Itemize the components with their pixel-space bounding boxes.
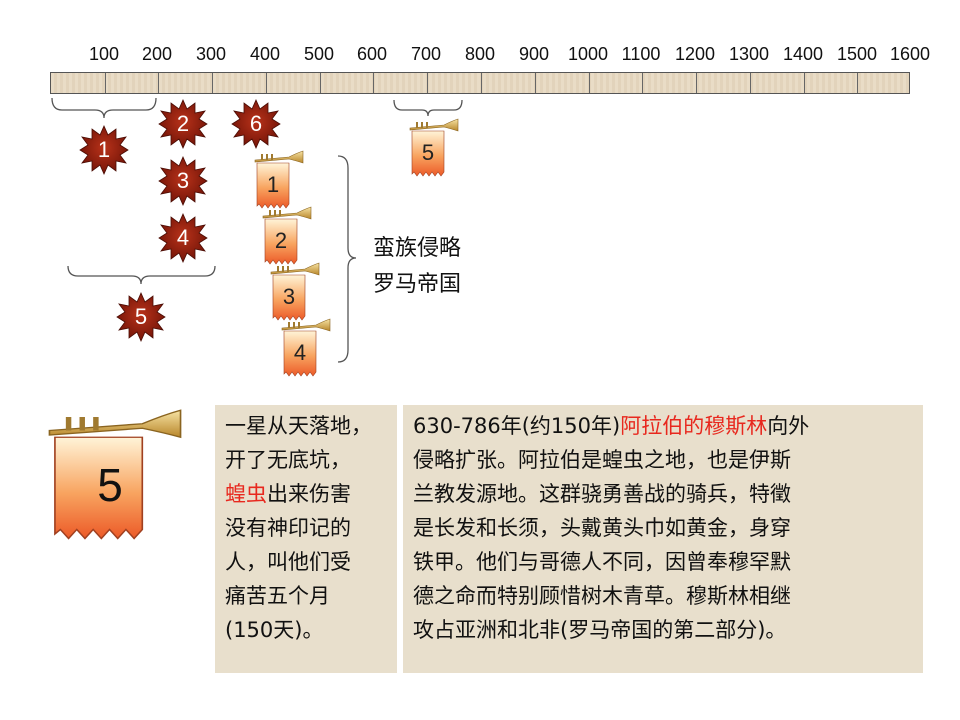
tick-label: 1400 (782, 44, 824, 64)
timeline-divider (535, 73, 536, 93)
tick-label: 500 (303, 44, 335, 64)
scripture-panel: 一星从天落地， 开了无底坑， 蝗虫出来伤害 没有神印记的 人，叫他们受 痛苦五个… (215, 405, 397, 673)
timeline-divider (212, 73, 213, 93)
history-line: 侵略扩张。阿拉伯是蝗虫之地，也是伊斯 (413, 448, 791, 472)
tick-label: 1300 (728, 44, 770, 64)
tick-label: 200 (141, 44, 173, 64)
seal-number: 5 (134, 304, 148, 329)
scripture-line: 一星从天落地， (225, 414, 372, 438)
tick-label: 100 (88, 44, 120, 64)
tick-label: 600 (356, 44, 388, 64)
tick-label: 1200 (674, 44, 716, 64)
brace-trumpets-1-4 (337, 155, 357, 363)
timeline-divider (105, 73, 106, 93)
seal-number: 3 (176, 168, 190, 193)
scripture-line: 人，叫他们受 (225, 550, 351, 574)
seal-5: 5 (116, 292, 166, 342)
timeline-divider (750, 73, 751, 93)
trumpet-3: 3 (269, 262, 321, 322)
history-text: 向外 (767, 414, 810, 438)
seal-number: 6 (249, 111, 263, 136)
seal-3: 3 (158, 156, 208, 206)
tick-label: 900 (518, 44, 550, 64)
trumpet-number: 1 (266, 172, 280, 197)
brace-seal-1 (51, 97, 157, 119)
history-line: 630-786年(约150年)阿拉伯的穆斯林向外 (413, 409, 915, 443)
history-line: 铁甲。他们与哥德人不同，因曾奉穆罕默 (413, 550, 791, 574)
timeline-divider (696, 73, 697, 93)
history-line: 是长发和长须，头戴黄头巾如黄金，身穿 (413, 516, 791, 540)
history-panel: 630-786年(约150年)阿拉伯的穆斯林向外 侵略扩张。阿拉伯是蝗虫之地，也… (403, 405, 923, 673)
tick-label: 1100 (621, 44, 661, 64)
seal-number: 4 (176, 225, 190, 250)
trumpet-2: 2 (261, 206, 313, 266)
tick-label: 400 (249, 44, 281, 64)
trumpet-5: 5 (408, 118, 460, 178)
seal-number: 1 (97, 137, 111, 162)
timeline-divider (857, 73, 858, 93)
history-highlight: 阿拉伯的穆斯林 (620, 414, 768, 438)
timeline-divider (804, 73, 805, 93)
brace-trumpet-5 (393, 99, 463, 117)
scripture-highlight: 蝗虫 (225, 482, 267, 506)
scripture-line: 开了无底坑， (225, 448, 351, 472)
scripture-line: 蝗虫出来伤害 (225, 477, 389, 511)
seal-6: 6 (231, 99, 281, 149)
tick-label: 1000 (567, 44, 609, 64)
seal-2: 2 (158, 99, 208, 149)
trumpet-1: 1 (253, 150, 305, 210)
tick-label: 1500 (836, 44, 878, 64)
trumpet-number: 2 (274, 228, 288, 253)
timeline-divider (427, 73, 428, 93)
scripture-line: 痛苦五个月 (225, 584, 330, 608)
history-line: 攻占亚洲和北非(罗马帝国的第二部分)。 (413, 618, 787, 642)
timeline-bar (50, 72, 910, 94)
history-line: 德之命而特别顾惜树木青草。穆斯林相继 (413, 584, 791, 608)
timeline-divider (320, 73, 321, 93)
history-text: 630-786年(约150年) (413, 414, 621, 438)
trumpet-number: 5 (421, 140, 435, 165)
trumpet-4: 4 (280, 318, 332, 378)
brace-seal-5 (67, 265, 216, 285)
timeline-divider (158, 73, 159, 93)
group-label-line2: 罗马帝国 (373, 272, 462, 297)
big-trumpet-5: 5 (44, 408, 186, 543)
timeline-divider (481, 73, 482, 93)
tick-label: 1600 (889, 44, 931, 64)
scripture-line: (150天)。 (225, 618, 324, 642)
seal-1: 1 (79, 125, 129, 175)
brace-lines (51, 97, 463, 363)
history-line: 兰教发源地。这群骁勇善战的骑兵，特徵 (413, 482, 791, 506)
timeline-divider (266, 73, 267, 93)
tick-label: 800 (464, 44, 496, 64)
tick-label: 700 (410, 44, 442, 64)
seal-number: 2 (176, 111, 190, 136)
timeline-divider (589, 73, 590, 93)
timeline-divider (373, 73, 374, 93)
tick-label: 300 (195, 44, 227, 64)
trumpet-number: 4 (293, 340, 307, 365)
trumpet-number: 3 (282, 284, 296, 309)
scripture-line: 没有神印记的 (225, 516, 351, 540)
group-label-line1: 蛮族侵略 (373, 236, 462, 261)
big-trumpet-number: 5 (97, 459, 123, 511)
timeline-divider (642, 73, 643, 93)
scripture-text: 出来伤害 (267, 482, 351, 506)
seal-4: 4 (158, 213, 208, 263)
